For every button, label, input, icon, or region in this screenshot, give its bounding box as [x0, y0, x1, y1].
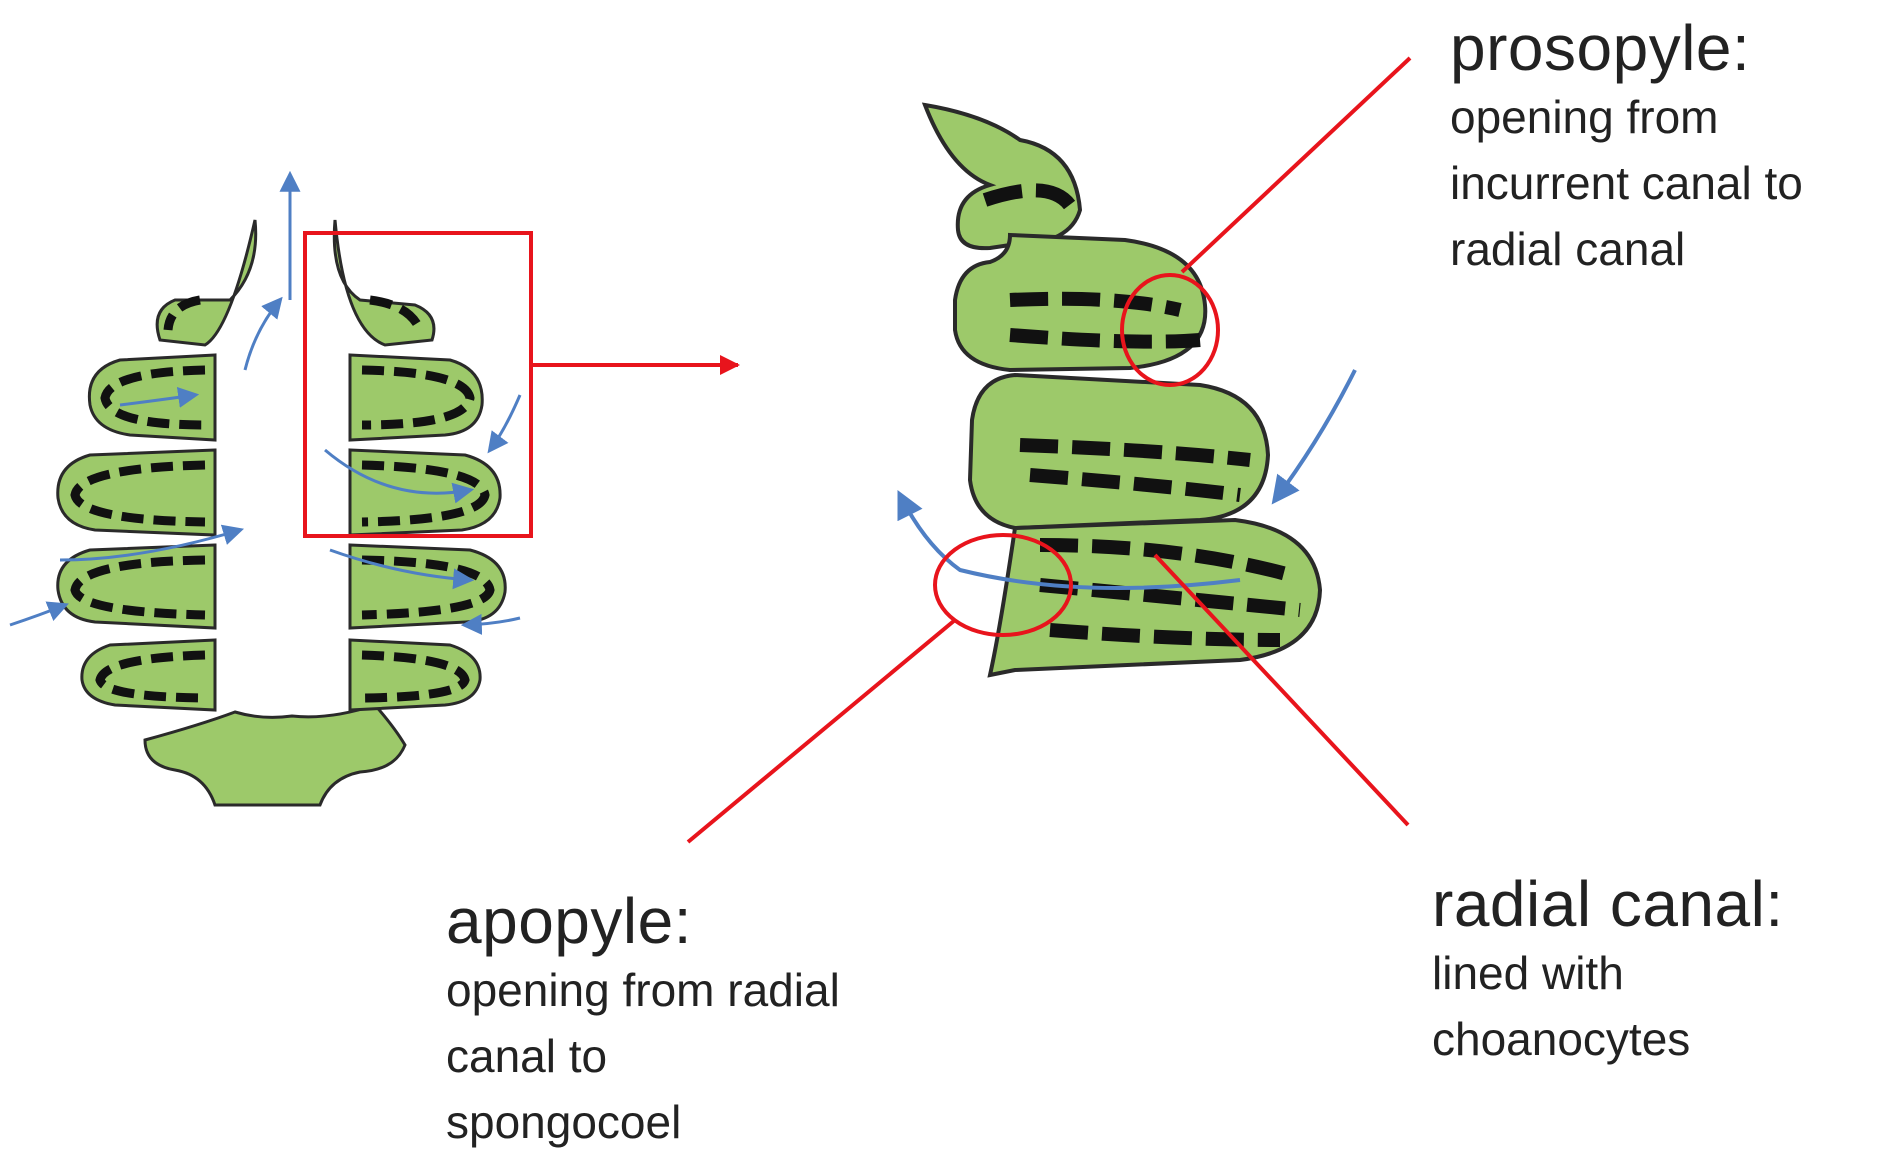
apopyle-description-line-1: opening from radial — [446, 957, 966, 1023]
prosopyle-description-line-1: opening from — [1450, 84, 1890, 150]
sponge-body-overview — [10, 175, 738, 805]
right-wall-folds — [334, 220, 505, 710]
prosopyle-leader-line — [1182, 58, 1410, 272]
apopyle-description-line-2: canal to — [446, 1023, 966, 1089]
apopyle-leader-line — [688, 620, 955, 842]
apopyle-description-line-3: spongocoel — [446, 1089, 966, 1155]
radial-canal-term: radial canal: — [1432, 868, 1892, 940]
apopyle-label: apopyle: opening from radial canal to sp… — [446, 885, 966, 1155]
radial-canal-description-line-1: lined with — [1432, 940, 1892, 1006]
sponge-base — [145, 705, 405, 805]
radial-canal-description-line-2: choanocytes — [1432, 1006, 1892, 1072]
prosopyle-term: prosopyle: — [1450, 12, 1890, 84]
radial-canal-label: radial canal: lined with choanocytes — [1432, 868, 1892, 1072]
prosopyle-description-line-2: incurrent canal to — [1450, 150, 1890, 216]
prosopyle-label: prosopyle: opening from incurrent canal … — [1450, 12, 1890, 282]
prosopyle-description-line-3: radial canal — [1450, 216, 1890, 282]
enlarged-wall-section — [688, 58, 1410, 842]
apopyle-term: apopyle: — [446, 885, 966, 957]
